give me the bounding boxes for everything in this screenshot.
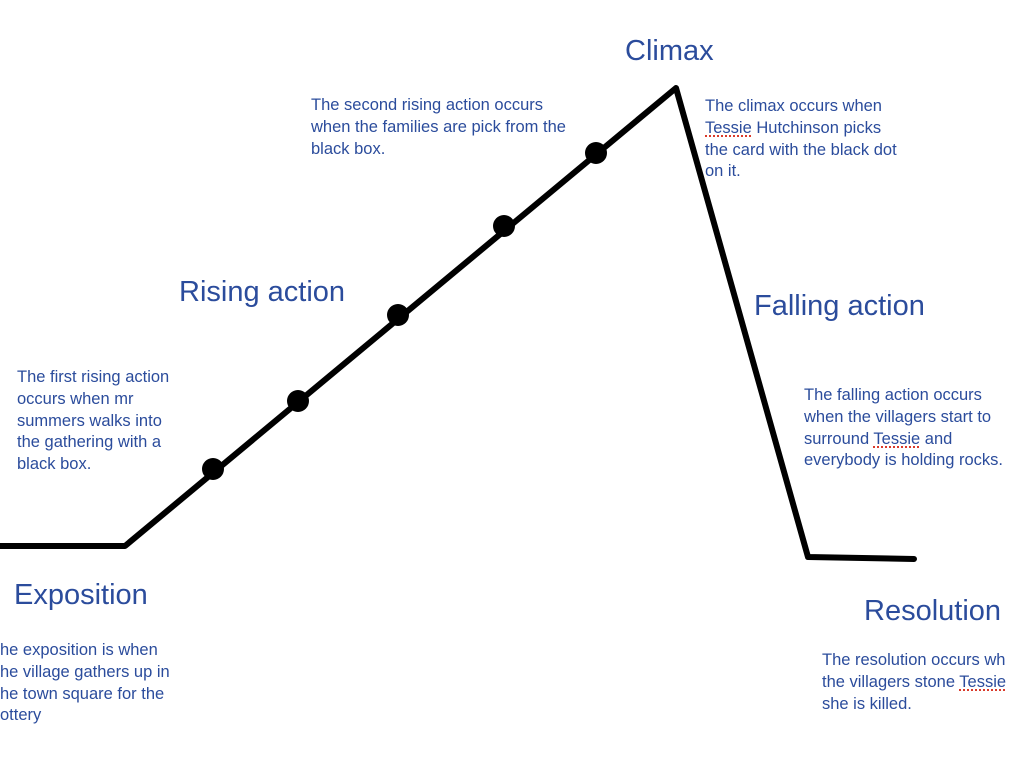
note-line: summers walks into — [17, 411, 162, 430]
plot-point-4 — [493, 215, 515, 237]
note-line: when the villagers start to — [804, 407, 992, 426]
note-line: The first rising action — [17, 368, 170, 386]
exposition-label: Exposition — [14, 579, 148, 611]
exposition-note: he exposition is when he village gathers … — [0, 640, 170, 727]
note-line: he exposition is when — [0, 641, 158, 659]
plot-point-1 — [202, 458, 224, 480]
second-rising-action-note: The second rising action occurs when the … — [311, 95, 566, 160]
resolution-label: Resolution — [864, 595, 1002, 627]
rising-action-label: Rising action — [179, 276, 346, 308]
plot-line — [0, 85, 917, 562]
note-line: everybody is holding rocks. — [804, 451, 1004, 470]
note-line: The second rising action occurs — [311, 96, 544, 114]
note-line: The resolution occurs wh — [822, 651, 1006, 669]
note-line: occurs when mr — [17, 389, 134, 408]
plot-point-3 — [387, 304, 409, 326]
spellcheck-flagged-word: Tessie — [705, 118, 752, 137]
note-line: the villagers stone Tessie — [822, 672, 1007, 691]
note-line: he town square for the — [0, 684, 165, 703]
climax-label: Climax — [625, 35, 714, 67]
falling-action-label: Falling action — [754, 290, 925, 322]
note-line: Tessie Hutchinson picks — [705, 118, 882, 137]
plot-point-2 — [287, 390, 309, 412]
note-line: ottery — [0, 706, 42, 725]
note-line: when the families are pick from the — [311, 117, 566, 136]
note-line: the gathering with a — [17, 433, 162, 452]
note-line: the card with the black dot — [705, 140, 897, 159]
note-line: The falling action occurs — [804, 386, 982, 404]
first-rising-action-note: The first rising action occurs when mr sum… — [17, 367, 169, 476]
note-line: she is killed. — [822, 694, 912, 713]
plot-point-5 — [585, 142, 607, 164]
note-line: The climax occurs when — [705, 97, 882, 115]
spellcheck-flagged-word: Tessie — [959, 672, 1007, 691]
spellcheck-flagged-word: Tessie — [873, 429, 921, 448]
resolution-note: The resolution occurs wh the villagers st… — [822, 650, 1024, 715]
note-line: surround Tessie and — [804, 429, 953, 448]
note-line: black box. — [17, 455, 92, 474]
note-line: on it. — [705, 162, 741, 181]
falling-action-note: The falling action occurs when the villag… — [804, 385, 1024, 472]
note-line: black box. — [311, 139, 386, 158]
note-line: he village gathers up in — [0, 662, 170, 681]
